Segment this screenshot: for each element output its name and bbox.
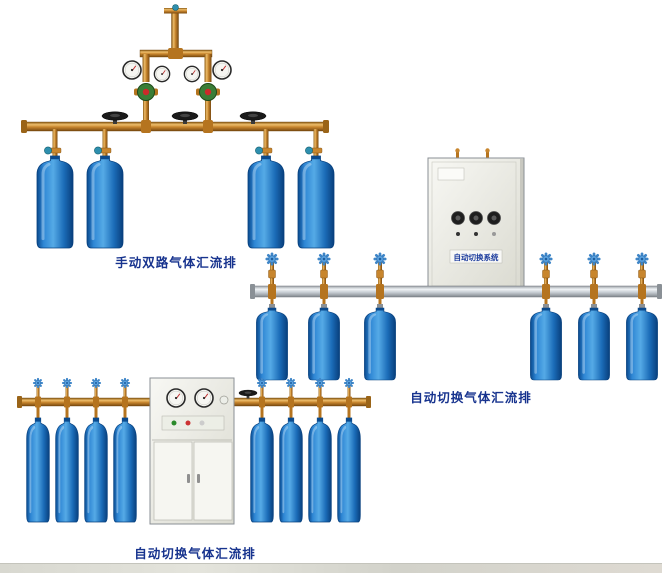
small-dial bbox=[219, 395, 229, 405]
control-cabinet: 自动切换系统 bbox=[427, 148, 525, 291]
gas-cylinder bbox=[85, 154, 125, 250]
cabinet-door bbox=[153, 441, 193, 521]
caption-auto-switch-floor-manifold[interactable]: 自动切换气体汇流排 bbox=[134, 547, 256, 561]
manifold-pipe bbox=[21, 120, 329, 133]
gas-cylinder bbox=[255, 306, 289, 382]
pressure-gauge-icon bbox=[153, 65, 171, 83]
gas-cylinder bbox=[53, 416, 81, 524]
blue-valve-handle-icon bbox=[635, 252, 649, 266]
copper-header-pipework bbox=[139, 4, 213, 82]
gas-cylinder bbox=[35, 154, 75, 250]
cylinder-valve bbox=[94, 143, 112, 158]
door-handle bbox=[187, 474, 190, 483]
cabinet-label-text: 自动切换系统 bbox=[454, 252, 499, 262]
pressure-gauge-icon bbox=[166, 388, 186, 408]
gas-cylinder bbox=[577, 306, 611, 382]
manifold-stations bbox=[32, 377, 355, 418]
gas-cylinder bbox=[335, 416, 363, 524]
control-panel bbox=[161, 415, 225, 431]
teal-valve-handle-icon bbox=[172, 4, 179, 11]
gas-cylinder bbox=[529, 306, 563, 382]
gas-cylinder bbox=[82, 416, 110, 524]
gas-cylinder bbox=[111, 416, 139, 524]
blue-valve-handle-icon bbox=[343, 377, 355, 389]
blue-valve-handle-icon bbox=[314, 377, 326, 389]
indicator-light bbox=[171, 420, 177, 426]
blue-valve-handle-icon bbox=[265, 252, 279, 266]
cabinet-label-plate bbox=[449, 249, 503, 264]
gas-cylinder bbox=[248, 416, 276, 524]
blue-valve-handle-icon bbox=[32, 377, 44, 389]
gas-regulator bbox=[195, 83, 221, 125]
pressure-gauge-icon bbox=[194, 388, 214, 408]
gas-cylinder bbox=[363, 306, 397, 382]
auto-switch-floor-manifold-illustration bbox=[17, 377, 371, 525]
indicator-lights bbox=[456, 232, 496, 236]
blue-valve-handle-icon bbox=[587, 252, 601, 266]
gas-cylinder bbox=[625, 306, 659, 382]
figure-manual-dual-manifold bbox=[10, 4, 342, 250]
caption-auto-switch-cabinet-manifold[interactable]: 自动切换气体汇流排 bbox=[410, 391, 532, 405]
indicator-light bbox=[199, 420, 205, 426]
blue-valve-handle-icon bbox=[119, 377, 131, 389]
figure-auto-switch-cabinet-manifold: 自动切换系统 bbox=[250, 148, 662, 384]
blue-valve-handle-icon bbox=[256, 377, 268, 389]
auto-switch-manifold-illustration: 自动切换系统 bbox=[250, 148, 662, 382]
blue-valve-handle-icon bbox=[285, 377, 297, 389]
door-handle bbox=[197, 474, 200, 483]
cylinder-valve bbox=[44, 143, 62, 158]
manifold-stations bbox=[265, 252, 649, 308]
gas-cylinder bbox=[277, 416, 305, 524]
blue-valve-handle-icon bbox=[90, 377, 102, 389]
blue-valve-handle-icon bbox=[317, 252, 331, 266]
blue-valve-handle-icon bbox=[61, 377, 73, 389]
caption-manual-dual-manifold[interactable]: 手动双路气体汇流排 bbox=[115, 256, 237, 270]
cylinder-drop-pipes bbox=[52, 129, 319, 145]
gas-regulator bbox=[133, 83, 159, 125]
cabinet-name-plate bbox=[437, 167, 465, 181]
manifold-pipe-silver bbox=[250, 284, 662, 299]
gas-cylinder bbox=[24, 416, 51, 524]
figure-auto-switch-floor-manifold bbox=[12, 376, 378, 538]
cabinet-door bbox=[193, 441, 233, 521]
pressure-gauge-icon bbox=[183, 65, 201, 83]
pressure-gauge-icon bbox=[122, 60, 142, 80]
cabinet-knobs bbox=[451, 211, 501, 225]
blue-valve-handle-icon bbox=[539, 252, 553, 266]
handwheel-valve-icon bbox=[238, 389, 258, 399]
cropped-next-row-strip bbox=[0, 563, 662, 573]
control-cabinet bbox=[149, 377, 235, 525]
gas-cylinder bbox=[306, 416, 334, 524]
blue-valve-handle-icon bbox=[373, 252, 387, 266]
indicator-light bbox=[185, 420, 191, 426]
gas-cylinder bbox=[307, 306, 341, 382]
pressure-gauge-icon bbox=[212, 60, 232, 80]
manual-dual-manifold-illustration bbox=[21, 4, 336, 250]
